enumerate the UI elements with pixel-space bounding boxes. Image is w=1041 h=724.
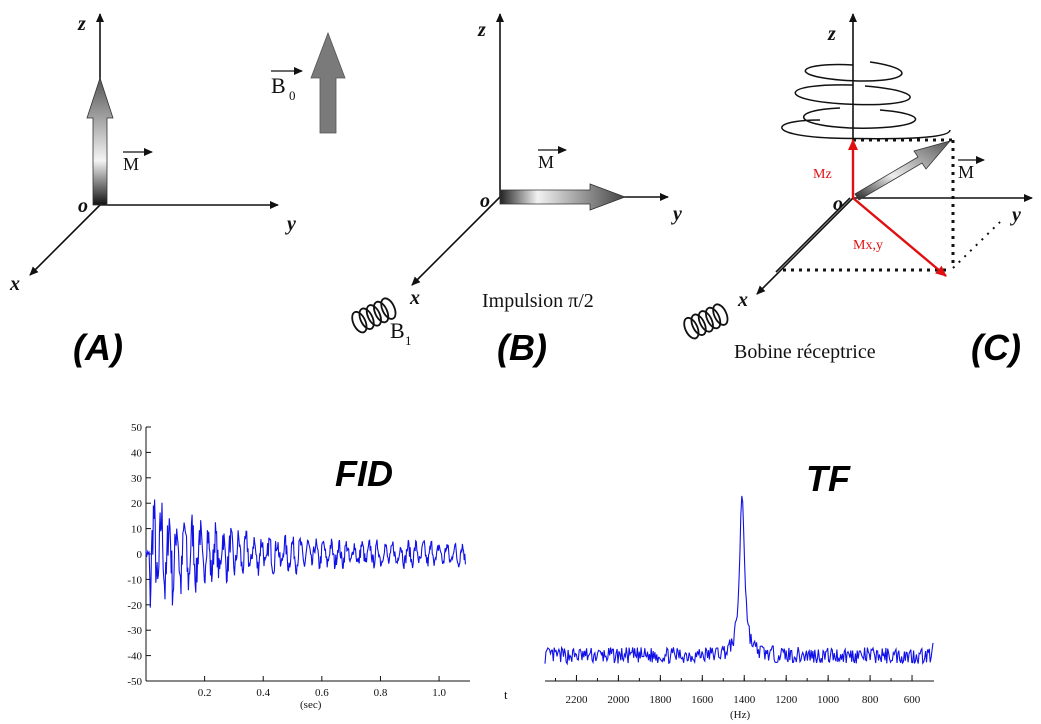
x-axis-label: x [737,289,748,311]
origin-label: o [78,195,88,217]
fid-y-tick-label: 0 [137,549,143,561]
fid-x-axis-name: t [504,687,508,702]
x-axis [29,204,101,276]
projection-diag-dots [952,221,1001,269]
tf-x-tick-label: 1800 [649,694,672,706]
receiver-coil-icon [683,303,729,340]
tf-x-tick-label: 2000 [607,694,630,706]
magnetization-arrow [86,76,114,206]
b1-subscript: 1 [405,333,412,348]
fid-x-tick-label: 0.2 [198,687,212,699]
panel-a: z y x o M B 0 (A) [9,13,346,368]
tf-x-tick-label: 600 [904,694,921,706]
tf-x-tick-label: 1400 [733,694,756,706]
panel-b: z y x o M Impulsion π/2 B 1 (B) [351,13,682,368]
tf-x-unit: (Hz) [730,709,750,721]
fid-x-unit: (sec) [300,699,322,711]
fid-y-tick-label: -40 [127,651,142,663]
z-axis-label: z [77,13,86,35]
y-axis-label: y [671,203,682,225]
mxy-label: Mx,y [853,238,883,253]
magnetization-arrow [499,183,627,211]
b1-label: B [390,318,405,343]
b0-label: B [271,73,286,98]
fid-y-tick-label: -50 [127,676,142,688]
fid-x-tick-label: 1.0 [432,687,446,699]
pulse-label: Impulsion π/2 [482,290,594,312]
fid-y-tick-label: -20 [127,600,142,612]
x-axis-double [775,197,851,273]
fid-x-tick-label: 0.6 [315,687,329,699]
tf-spectrum-line [544,495,934,666]
tf-x-tick-label: 1200 [775,694,798,706]
fid-chart: 50 40 30 20 10 0 -10 -20 -30 -40 -50 0.2 0.4 0.6 0.8 1… [127,422,508,711]
b1-coil-icon [351,297,397,334]
panel-c: z y x o M Mz Mx,y Bobine réceptrice (C) [683,13,1033,368]
fid-x-tick-label: 0.8 [374,687,388,699]
tf-x-tick-label: 800 [862,694,879,706]
tf-x-tick-label: 1000 [817,694,840,706]
fid-x-tick-label: 0.4 [256,687,270,699]
coil-label: Bobine réceptrice [734,341,876,363]
x-axis [756,197,854,295]
fid-y-tick-label: -30 [127,625,142,637]
b0-field-arrow [310,31,346,134]
b0-subscript: 0 [289,88,296,103]
fid-title: FID [335,453,393,494]
panel-c-label: (C) [971,327,1021,368]
origin-label: o [833,193,843,215]
x-axis-label: x [9,273,20,295]
x-axis [411,196,501,286]
tf-title: TF [806,458,851,499]
mxy-vector [852,197,947,277]
tf-x-tick-label: 2200 [565,694,588,706]
panel-b-label: (B) [497,327,547,368]
z-axis-label: z [827,23,836,45]
fid-y-tick-label: 10 [131,524,143,536]
mz-label: Mz [813,167,832,182]
m-label: M [958,162,974,182]
fid-y-tick-label: 20 [131,498,143,510]
fid-y-tick-label: 40 [131,447,143,459]
fid-y-tick-label: 50 [131,422,143,434]
y-axis-label: y [285,213,296,235]
fid-signal-line [145,499,466,608]
panel-a-label: (A) [73,327,123,368]
x-axis-label: x [409,287,420,309]
tf-chart: 2200 2000 1800 1600 1400 1200 1000 800 600 TF (H… [544,458,934,721]
m-label: M [538,152,554,172]
fid-y-tick-label: 30 [131,473,143,485]
precession-spiral [781,61,951,140]
origin-label: o [480,190,490,212]
tf-x-tick-label: 1600 [691,694,714,706]
m-label: M [123,154,139,174]
y-axis-label: y [1010,204,1021,226]
magnetization-arrow [854,140,952,201]
fid-y-tick-label: -10 [127,574,142,586]
z-axis-label: z [477,19,486,41]
